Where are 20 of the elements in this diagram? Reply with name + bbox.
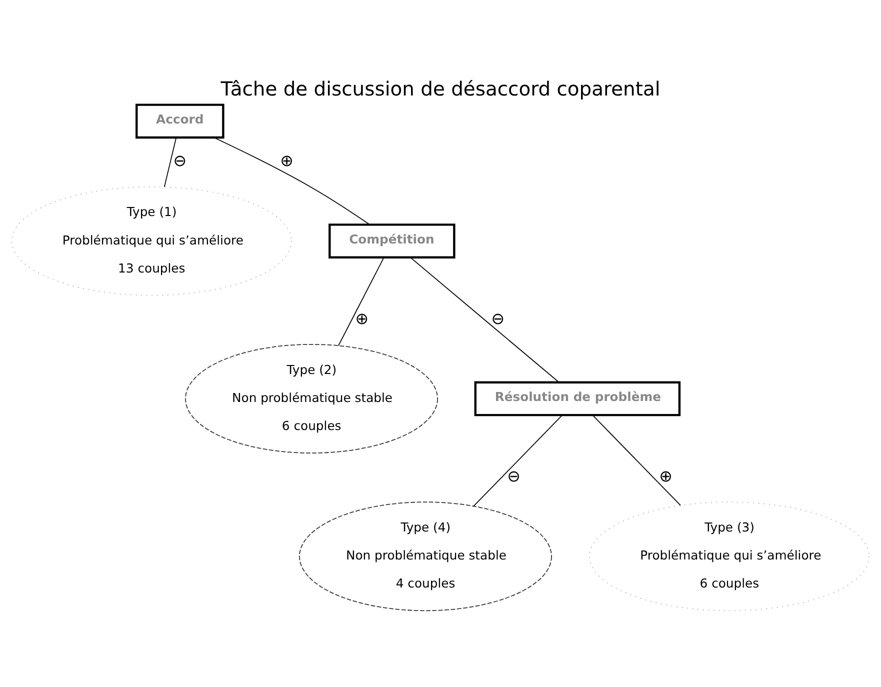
edge-label: ⊕ [355, 308, 369, 328]
node-ellipse: Type (1) Problématique qui s’améliore 13 couples [11, 186, 292, 296]
node-box: Compétition [328, 224, 456, 258]
edge-label: ⊕ [659, 466, 672, 486]
edge-label: ⊖ [491, 308, 505, 328]
connector [213, 137, 370, 225]
connector [592, 414, 681, 506]
node-box: Résolution de problème [474, 381, 681, 416]
connector [338, 257, 384, 346]
connector [410, 257, 560, 383]
node-ellipse: Type (3) Problématique qui s’améliore 6 couples [589, 502, 870, 612]
node-box: Accord [136, 104, 224, 139]
connector [164, 137, 177, 188]
connector [473, 414, 563, 506]
edge-label: ⊖ [173, 151, 187, 170]
node-ellipse: Type (2) Non problématique stable 6 couples [185, 344, 438, 454]
node-ellipse: Type (4) Non problématique stable 4 couples [299, 502, 552, 612]
diagram-title: Tâche de discussion de désaccord coparental [220, 78, 660, 101]
edge-label: ⊖ [507, 466, 520, 486]
edge-label: ⊕ [280, 151, 294, 170]
